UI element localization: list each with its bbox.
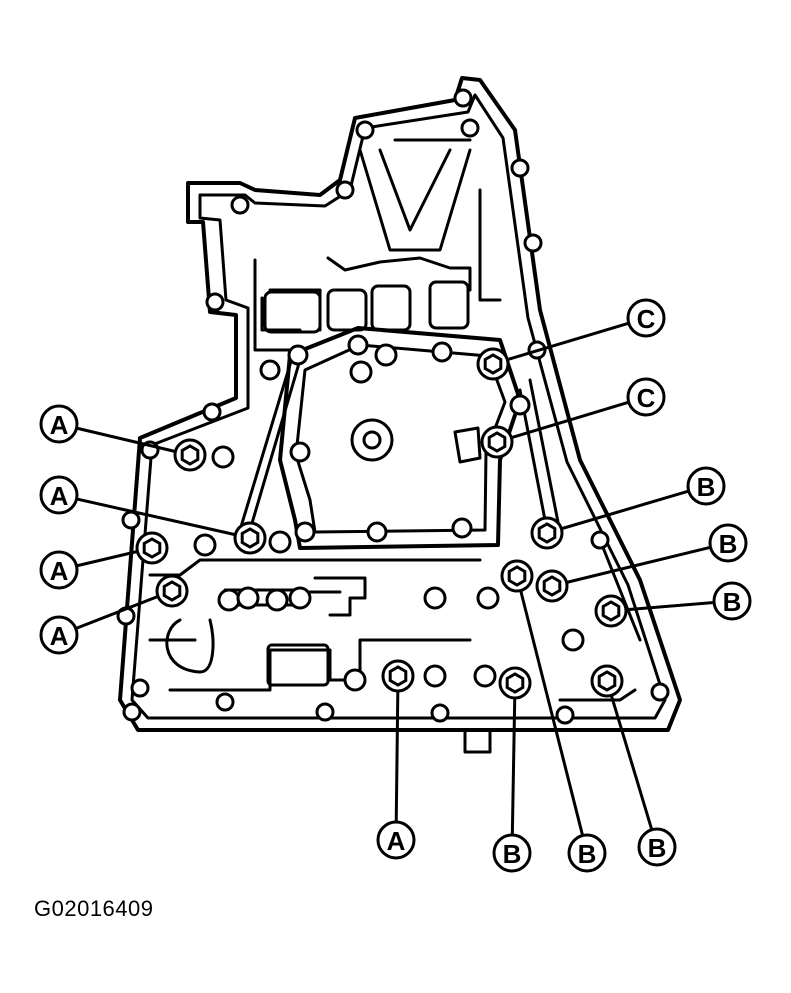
- bolt-head-a2: [240, 527, 260, 549]
- callout-a3: A: [39, 550, 79, 590]
- bolt-head-b5: [507, 565, 527, 587]
- callout-a4: A: [39, 615, 79, 655]
- callout-circle-c2: [626, 377, 666, 417]
- callout-label-c1: C: [637, 304, 656, 334]
- leader-line-b2: [551, 545, 711, 588]
- leader-line-b3: [610, 600, 715, 613]
- callout-circle-a4: [39, 615, 79, 655]
- bolt-head-a4: [162, 580, 182, 602]
- callout-circle-a2: [39, 475, 79, 515]
- callout-circle-b1: [686, 466, 726, 506]
- callout-b6: B: [637, 827, 677, 867]
- callout-circle-b5: [567, 833, 607, 873]
- callout-label-a2: A: [50, 481, 69, 511]
- bolt-head-c1: [483, 353, 503, 375]
- leader-line-a2: [76, 497, 251, 540]
- callout-label-a1: A: [50, 410, 69, 440]
- callout-label-b4: B: [503, 839, 522, 869]
- callout-c2: C: [626, 377, 666, 417]
- callout-b2: B: [708, 523, 748, 563]
- callout-b1: B: [686, 466, 726, 506]
- callout-label-a4: A: [50, 621, 69, 651]
- bolt-head-a3: [142, 537, 162, 559]
- leader-line-c2: [496, 400, 630, 444]
- leader-line-a4: [75, 589, 173, 630]
- callout-label-b2: B: [719, 529, 738, 559]
- callout-a1: A: [39, 404, 79, 444]
- mounting-holes: [116, 88, 670, 725]
- callout-label-b6: B: [648, 833, 667, 863]
- callout-label-a3: A: [50, 556, 69, 586]
- callout-circle-b3: [712, 581, 752, 621]
- bolt-head-a5: [388, 665, 408, 687]
- callout-circle-a3: [39, 550, 79, 590]
- upper-frame: [253, 138, 502, 352]
- leader-line-a5: [394, 675, 400, 823]
- leader-line-b6: [605, 680, 654, 831]
- bolt-head-c2: [487, 431, 507, 453]
- callout-circle-a1: [39, 404, 79, 444]
- leader-line-b4: [510, 682, 517, 836]
- bolt-head-b2: [542, 575, 562, 597]
- callout-label-b3: B: [723, 587, 742, 617]
- leader-line-b5: [515, 575, 585, 836]
- bolt-group: [75, 321, 715, 836]
- callout-circle-b6: [637, 827, 677, 867]
- leader-line-b1: [546, 489, 690, 535]
- inner-plate: [278, 326, 522, 550]
- callout-a2: A: [39, 475, 79, 515]
- lower-section: [148, 538, 642, 754]
- leader-line-a1: [76, 426, 191, 457]
- callout-b3: B: [712, 581, 752, 621]
- bolt-head-b1: [537, 522, 557, 544]
- callout-label-b5: B: [578, 839, 597, 869]
- callout-circle-b4: [492, 833, 532, 873]
- callout-b5: B: [567, 833, 607, 873]
- callout-b4: B: [492, 833, 532, 873]
- bolt-head-b6: [597, 670, 617, 692]
- housing-outline: [118, 76, 682, 732]
- bolt-head-b4: [505, 672, 525, 694]
- callout-a5: A: [376, 820, 416, 860]
- figure-id: G02016409: [34, 896, 154, 921]
- callout-label-c2: C: [637, 383, 656, 413]
- bolt-head-a1: [180, 444, 200, 466]
- leader-line-c1: [492, 321, 630, 366]
- callout-c1: C: [626, 298, 666, 338]
- bolt-head-b3: [601, 600, 621, 622]
- callout-circle-b2: [708, 523, 748, 563]
- callout-label-a5: A: [387, 826, 406, 856]
- callout-circle-c1: [626, 298, 666, 338]
- callout-label-b1: B: [697, 472, 716, 502]
- callout-circle-a5: [376, 820, 416, 860]
